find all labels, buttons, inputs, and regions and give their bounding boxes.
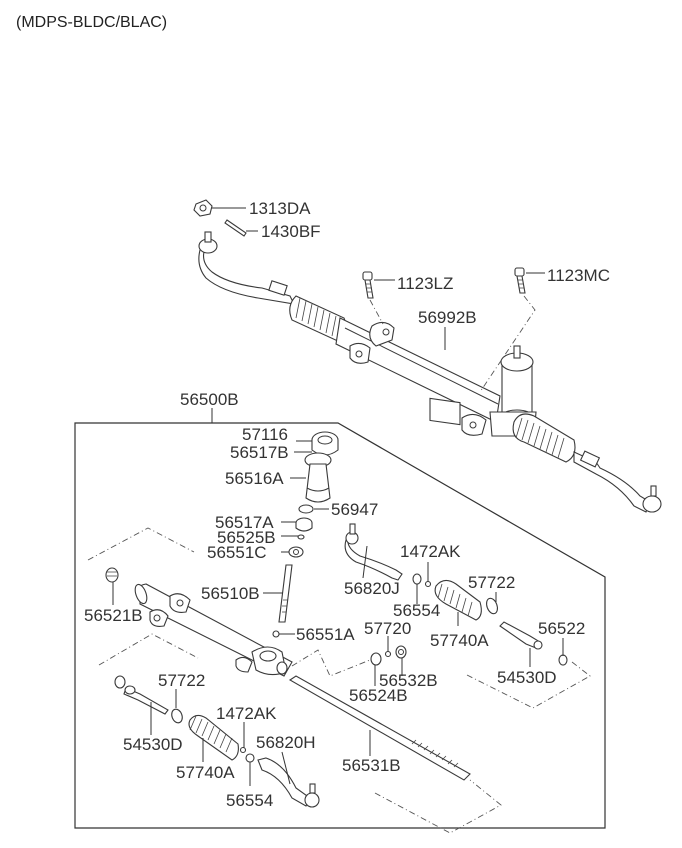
label-1123MC[interactable]: 1123MC bbox=[547, 266, 610, 285]
label-plate-illustration bbox=[429, 397, 461, 426]
label-1472AK-right[interactable]: 1472AK bbox=[400, 542, 461, 561]
label-56820J[interactable]: 56820J bbox=[344, 579, 400, 598]
label-57740A-right[interactable]: 57740A bbox=[430, 631, 489, 650]
label-56517B[interactable]: 56517B bbox=[230, 443, 289, 462]
exploded-rack-housing bbox=[134, 583, 293, 677]
label-56551C[interactable]: 56551C bbox=[207, 543, 267, 562]
label-1123LZ[interactable]: 1123LZ bbox=[397, 274, 453, 293]
label-56517A[interactable]: 56517A bbox=[215, 513, 274, 532]
bolt-1123LZ-illustration bbox=[362, 271, 374, 299]
label-57722-left[interactable]: 57722 bbox=[158, 671, 205, 690]
label-56510B[interactable]: 56510B bbox=[201, 584, 260, 603]
label-56531B[interactable]: 56531B bbox=[342, 756, 401, 775]
label-1313DA[interactable]: 1313DA bbox=[249, 199, 311, 218]
label-56992B[interactable]: 56992B bbox=[418, 308, 477, 327]
label-57116[interactable]: 57116 bbox=[242, 425, 288, 444]
label-56554-right[interactable]: 56554 bbox=[393, 601, 440, 620]
label-56820H[interactable]: 56820H bbox=[256, 733, 316, 752]
label-56532B[interactable]: 56532B bbox=[379, 671, 438, 690]
label-56500B[interactable]: 56500B bbox=[180, 390, 239, 409]
assembled-steering-gear bbox=[193, 199, 662, 513]
label-57740A-left[interactable]: 57740A bbox=[176, 763, 235, 782]
exploded-rack-bar bbox=[288, 675, 471, 781]
label-56522[interactable]: 56522 bbox=[538, 619, 585, 638]
label-56551A[interactable]: 56551A bbox=[296, 625, 355, 644]
label-57722-right[interactable]: 57722 bbox=[468, 573, 515, 592]
exploded-yoke-stack bbox=[272, 431, 339, 638]
bolt-1123MC-illustration bbox=[514, 267, 526, 294]
right-boot-illustration bbox=[512, 413, 576, 463]
right-tie-rod-end-illustration bbox=[573, 450, 662, 513]
exploded-left-parts bbox=[105, 567, 320, 808]
variant-note: (MDPS-BLDC/BLAC) bbox=[16, 14, 168, 31]
cotter-pin-illustration bbox=[224, 219, 247, 237]
castle-nut-illustration bbox=[193, 199, 213, 217]
label-56516A[interactable]: 56516A bbox=[225, 469, 284, 488]
exploded-right-parts bbox=[344, 523, 568, 666]
left-tie-rod-end-illustration bbox=[198, 231, 295, 305]
label-56947[interactable]: 56947 bbox=[331, 500, 378, 519]
label-56521B[interactable]: 56521B bbox=[84, 606, 143, 625]
assembly-outline bbox=[74, 422, 606, 829]
label-54530D-right[interactable]: 54530D bbox=[497, 668, 557, 687]
label-56554-left[interactable]: 56554 bbox=[226, 791, 273, 810]
label-57720[interactable]: 57720 bbox=[364, 619, 411, 638]
rack-housing-illustration bbox=[335, 317, 501, 436]
label-54530D-left[interactable]: 54530D bbox=[123, 735, 183, 754]
label-1472AK-left[interactable]: 1472AK bbox=[216, 704, 277, 723]
label-56524B[interactable]: 56524B bbox=[349, 686, 408, 705]
label-1430BF[interactable]: 1430BF bbox=[261, 222, 321, 241]
label-56525B[interactable]: 56525B bbox=[217, 528, 276, 547]
